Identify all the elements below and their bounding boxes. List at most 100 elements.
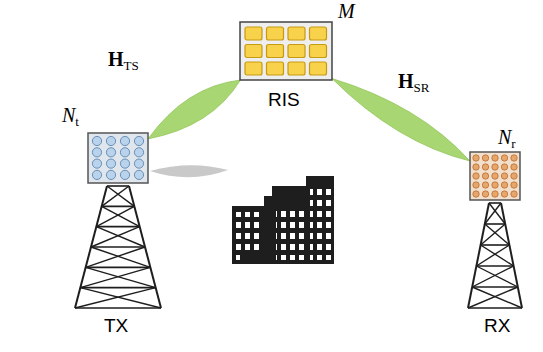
node-name: RX — [484, 315, 510, 337]
ris-element — [267, 45, 284, 58]
antenna-element — [511, 164, 517, 170]
antenna-element — [92, 170, 101, 179]
tower-brace — [80, 267, 150, 287]
antenna-element — [492, 155, 498, 161]
ris-element — [245, 27, 262, 40]
antenna-element — [120, 148, 129, 157]
tower-rung — [485, 223, 505, 225]
antenna-element — [92, 148, 101, 157]
tower-rung — [468, 307, 522, 309]
antenna-element — [120, 170, 129, 179]
antenna-element — [473, 155, 479, 161]
antenna-element — [134, 170, 143, 179]
tower-brace — [107, 186, 134, 206]
tower-brace — [472, 266, 513, 287]
tower-brace — [476, 245, 509, 266]
antenna-element — [511, 155, 517, 161]
ris-panel — [240, 22, 332, 80]
antenna-panel — [470, 152, 520, 200]
tower-brace — [485, 224, 510, 245]
element-count: M — [338, 0, 355, 22]
tower-brace — [481, 245, 514, 266]
tower-brace — [75, 288, 156, 308]
node-name: TX — [104, 315, 128, 337]
antenna-element — [106, 136, 115, 145]
tower-brace — [91, 227, 140, 247]
antenna-array: NrRX — [470, 152, 520, 200]
panel-shape — [240, 22, 332, 80]
antenna-element — [473, 164, 479, 170]
ris-element — [288, 62, 305, 75]
tower-rung — [80, 287, 155, 289]
antenna-element — [501, 191, 507, 197]
antenna-element — [492, 173, 498, 179]
antenna-element — [92, 136, 101, 145]
tower-brace — [80, 288, 161, 308]
antenna-element — [482, 182, 488, 188]
panel-shape — [88, 133, 148, 183]
antenna-element — [473, 191, 479, 197]
tower-rung — [86, 267, 151, 269]
antenna-element — [120, 136, 129, 145]
antenna-element — [482, 191, 488, 197]
node-name: RIS — [268, 89, 300, 111]
ris-element — [310, 45, 327, 58]
antenna-element — [511, 182, 517, 188]
tower-brace — [102, 186, 129, 206]
tower-brace — [102, 206, 140, 226]
panel-shape — [470, 152, 520, 200]
antenna-element — [501, 164, 507, 170]
antenna-element — [134, 148, 143, 157]
tower-brace — [476, 266, 517, 287]
antenna-element — [473, 182, 479, 188]
tower-rung — [91, 246, 145, 248]
antenna-element — [511, 173, 517, 179]
ris-element — [310, 27, 327, 40]
tower-rung — [96, 226, 139, 228]
tower-brace — [485, 203, 501, 224]
tower-brace — [468, 287, 518, 308]
ris-element — [310, 62, 327, 75]
tower-brace — [472, 287, 522, 308]
antenna-element — [106, 170, 115, 179]
channel-label: HSR — [398, 70, 429, 99]
tower-rung — [481, 244, 510, 246]
signal-beam — [148, 80, 240, 139]
tower-brace — [91, 247, 150, 267]
tower-rung — [489, 202, 501, 204]
antenna-element — [501, 155, 507, 161]
ris-surface: MRIS — [240, 22, 332, 80]
tower-rung — [476, 265, 513, 267]
ris-element — [288, 27, 305, 40]
tower-brace — [86, 267, 156, 287]
antenna-element — [492, 164, 498, 170]
antenna-element — [134, 159, 143, 168]
ris-element — [288, 45, 305, 58]
antenna-element — [92, 159, 101, 168]
antenna-element — [482, 164, 488, 170]
antenna-panel — [88, 133, 148, 183]
lattice-towers — [75, 186, 522, 308]
antenna-element — [492, 191, 498, 197]
tower-rung — [102, 206, 135, 208]
tower-brace — [489, 203, 505, 224]
antenna-element — [106, 159, 115, 168]
antenna-element — [134, 136, 143, 145]
tower-rung — [472, 286, 518, 288]
tower-brace — [96, 227, 145, 247]
city-buildings — [232, 176, 334, 264]
antenna-element — [501, 173, 507, 179]
tower-brace — [86, 247, 145, 267]
tower-rung — [107, 185, 129, 187]
tower-brace — [96, 206, 134, 226]
antenna-element — [482, 173, 488, 179]
antenna-array: NtTX — [88, 133, 148, 183]
ris-element — [267, 27, 284, 40]
side-beam — [150, 165, 228, 177]
antenna-element — [501, 182, 507, 188]
ris-element — [245, 62, 262, 75]
antenna-element — [482, 155, 488, 161]
antenna-element — [473, 173, 479, 179]
ris-element — [267, 62, 284, 75]
element-count: Nt — [62, 104, 79, 133]
